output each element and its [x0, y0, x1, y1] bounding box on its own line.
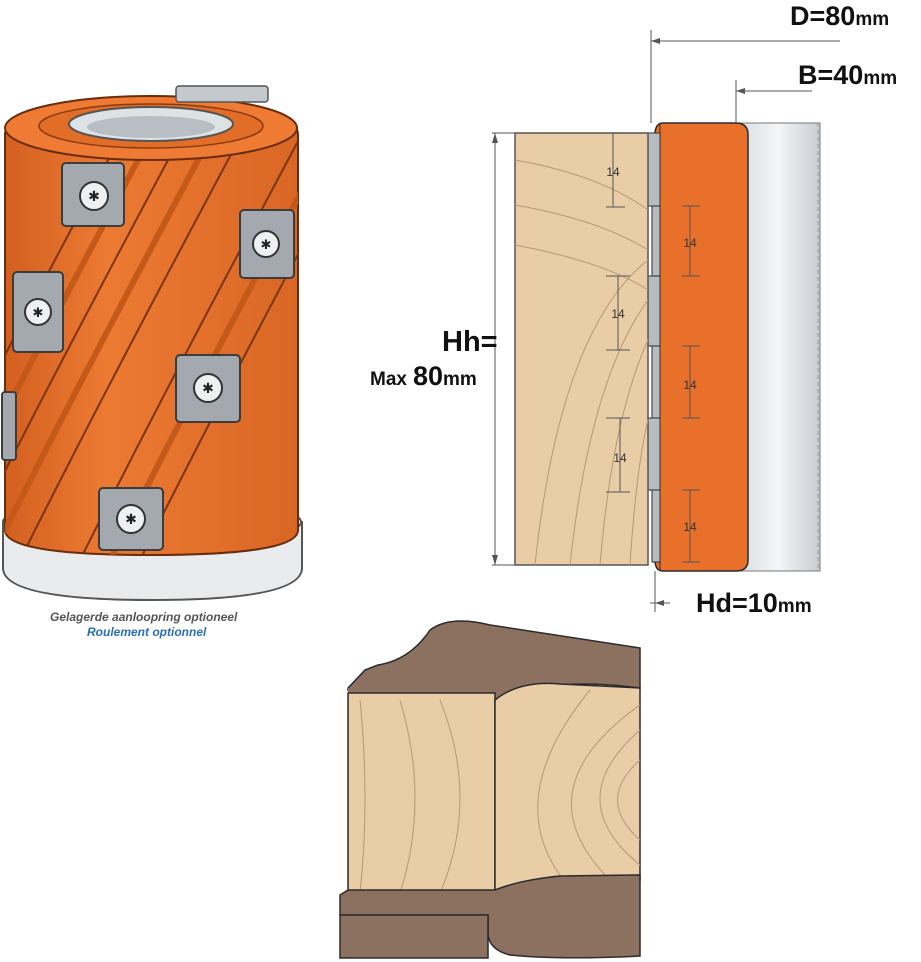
dimension-Hd-label: Hd=10mm — [696, 588, 812, 618]
spacing-label: 14 — [613, 451, 627, 465]
workpiece-profile — [339, 620, 641, 959]
torx-screw-insert-icon — [1, 391, 17, 461]
spiral-cutter-head-icon: ✱ ✱ ✱ ✱ ✱ — [1, 85, 303, 602]
spacing-label: 14 — [611, 307, 625, 321]
caption-bearing-fr: Roulement optionnel — [87, 625, 207, 639]
spacing-label: 14 — [683, 236, 697, 250]
torx-screw-insert-icon: ✱ — [175, 354, 241, 423]
dimension-B-label: B=40mm — [798, 60, 897, 90]
svg-text:✱: ✱ — [88, 189, 100, 205]
torx-screw-insert-icon: ✱ — [61, 162, 125, 227]
svg-text:✱: ✱ — [33, 306, 44, 321]
svg-text:✱: ✱ — [202, 381, 214, 397]
svg-text:✱: ✱ — [261, 238, 272, 253]
dimension-D-label: D=80mm — [790, 1, 889, 31]
dimension-Hh-label: Hh= — [442, 326, 498, 358]
svg-text:✱: ✱ — [125, 512, 137, 528]
torx-screw-insert-icon: ✱ — [98, 487, 164, 551]
cross-section-drawing: 14 14 14 14 14 14 D=80mm B=40mm Hh= — [370, 1, 897, 618]
spacing-label: 14 — [606, 165, 620, 179]
torx-screw-insert-icon: ✱ — [12, 271, 64, 353]
caption-bearing-nl: Gelagerde aanloopring optioneel — [50, 610, 238, 624]
torx-screw-insert-icon: ✱ — [239, 209, 295, 279]
spacing-label: 14 — [683, 520, 697, 534]
spacing-label: 14 — [683, 378, 697, 392]
